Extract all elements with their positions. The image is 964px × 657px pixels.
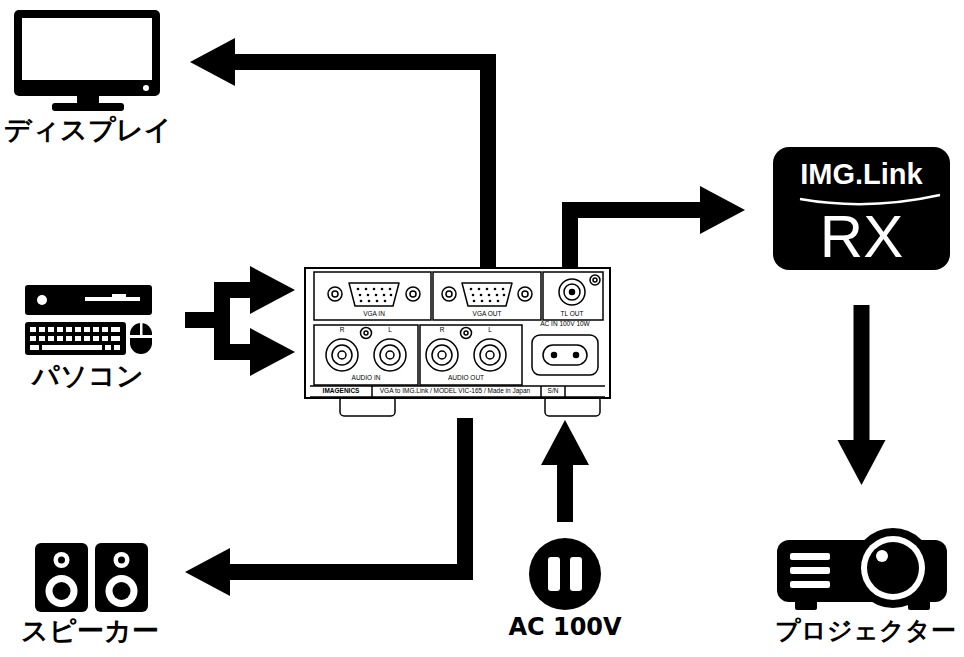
pc-icon (25, 285, 152, 355)
panel-label: VGA IN (363, 311, 385, 318)
arrow-shaft (854, 305, 870, 442)
node-label: ディスプレイ (4, 114, 172, 145)
panel-label: R (440, 327, 445, 334)
projector-icon (777, 528, 947, 610)
ac-power-node: AC 100V (504, 536, 626, 642)
arrow-shaft (557, 463, 573, 522)
node-label: パソコン (32, 360, 144, 391)
ac-plug-icon (529, 538, 601, 610)
panel-label: AUDIO OUT (448, 375, 484, 382)
panel-label: IMAGENICS (323, 388, 360, 395)
arrow-head (250, 328, 295, 376)
arrow-connector (570, 186, 745, 268)
display-node: ディスプレイ (0, 8, 176, 145)
node-label: プロジェクター (775, 617, 956, 646)
arrow-shaft (228, 418, 465, 572)
arrow-head (250, 266, 295, 314)
box-label: RX (820, 207, 903, 267)
panel-label: L (388, 327, 392, 334)
panel-label: L (488, 327, 492, 334)
panel-label: R (340, 327, 345, 334)
arrow-connector (185, 418, 465, 596)
panel-label: S/N (548, 388, 559, 395)
speaker-icon (35, 543, 148, 612)
arrow-head (838, 440, 886, 485)
arrow-head (190, 38, 235, 86)
pc-node: パソコン (18, 282, 158, 391)
arrow-connector (541, 420, 589, 522)
arrow-head (541, 420, 589, 465)
arrow-connector (838, 305, 886, 485)
projector-node: プロジェクター (771, 525, 960, 646)
box-label: IMG.Link (800, 160, 922, 189)
receiver-node: IMG.LinkRX (773, 147, 950, 270)
arrow-head (700, 186, 745, 234)
device-node: VGA IN VGA OUT TL OUT AC IN 100V 10W R L R L AUD… (305, 268, 610, 418)
receiver-box (773, 147, 950, 270)
arrow-connector (185, 266, 295, 376)
panel-label: VGA OUT (473, 311, 502, 318)
panel-label: VGA to IMG.Link / MODEL VIC-165 / Made i… (380, 388, 530, 395)
arrow-shaft (233, 62, 488, 268)
panel-label: TL OUT (561, 311, 584, 318)
arrow-connector (190, 38, 488, 268)
monitor-icon (14, 10, 160, 111)
speaker-node: スピーカー (15, 540, 165, 646)
arrow-shaft (185, 320, 252, 352)
node-label: スピーカー (21, 615, 159, 646)
panel-label: AUDIO IN (352, 375, 381, 382)
panel-label: AC IN 100V 10W (540, 321, 590, 328)
device-rear-panel (305, 268, 610, 416)
arrow-shaft (570, 210, 702, 268)
node-label: AC 100V (508, 614, 621, 642)
arrow-head (185, 548, 230, 596)
